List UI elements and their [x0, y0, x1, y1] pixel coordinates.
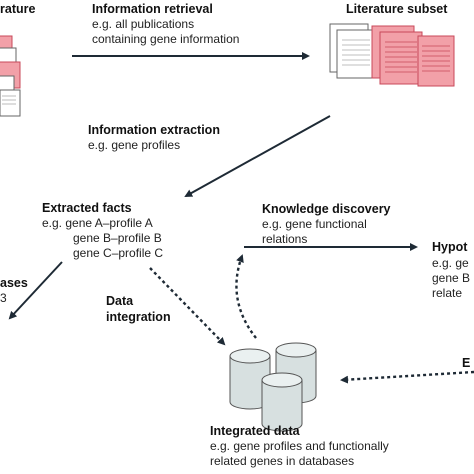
hypothesis-line1: e.g. ge [432, 256, 469, 270]
discovery-line1: e.g. gene functional [262, 217, 367, 231]
literature-stack-icon [0, 35, 21, 117]
discovery-title: Knowledge discovery [262, 202, 391, 216]
hypothesis-line2: gene B [432, 271, 471, 285]
arrow-data-integration [149, 267, 226, 346]
retrieval-line1: e.g. all publications [92, 17, 195, 31]
extraction-line1: e.g. gene profiles [88, 138, 181, 152]
integrated-database-cylinders-icon [229, 342, 317, 432]
subset-title: Literature subset [346, 2, 448, 16]
integrated-line2: related genes in databases [210, 454, 355, 468]
extraction-title: Information extraction [88, 123, 220, 137]
integration-line2: integration [106, 310, 171, 324]
facts-line2: gene B–profile B [73, 231, 162, 245]
literature-subset-docs-icon [329, 23, 455, 87]
databases-title: ases [0, 276, 28, 290]
arrow-extraction [184, 115, 331, 197]
integrated-line1: e.g. gene profiles and functionally [210, 439, 389, 453]
facts-title: Extracted facts [42, 201, 132, 215]
edge-label: E [462, 356, 471, 370]
hypothesis-title: Hypot [432, 240, 468, 254]
integration-line1: Data [106, 294, 134, 308]
arrow-feedback [340, 370, 474, 384]
arrow-to-databases [8, 261, 63, 320]
facts-line3: gene C–profile C [73, 246, 164, 260]
arrow-integrated-to-discovery [235, 254, 257, 339]
retrieval-title: Information retrieval [92, 2, 213, 16]
retrieval-line2: containing gene information [92, 32, 240, 46]
hypothesis-line3: relate [432, 286, 463, 300]
facts-line1: e.g. gene A–profile A [42, 216, 153, 230]
literature-title: rature [0, 2, 36, 16]
databases-line1: 3 [0, 291, 7, 305]
discovery-line2: relations [262, 232, 308, 246]
integrated-title: Integrated data [210, 424, 300, 438]
